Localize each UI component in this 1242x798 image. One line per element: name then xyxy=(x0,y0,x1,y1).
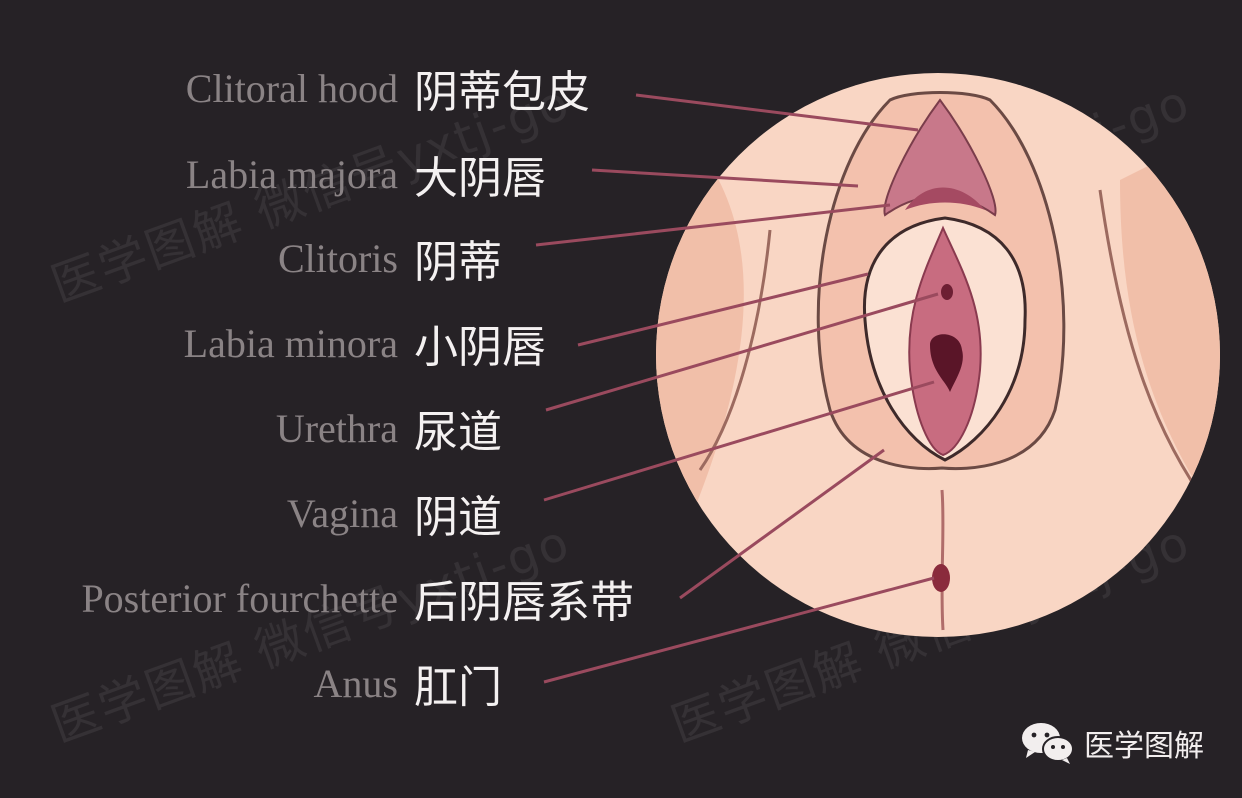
label-posterior-fourchette-zh: 后阴唇系带 xyxy=(414,577,634,628)
label-vagina-zh: 阴道 xyxy=(414,492,502,543)
label-urethra-zh-row: 尿道 xyxy=(414,398,502,458)
label-labia-majora-en: Labia majora xyxy=(185,151,398,197)
label-vagina-en: Vagina xyxy=(286,490,398,536)
label-posterior-fourchette-zh-row: 后阴唇系带 xyxy=(414,568,634,628)
leader-lines xyxy=(535,93,939,684)
label-labia-majora-zh-row: 大阴唇 xyxy=(414,144,546,204)
brand-badge: 医学图解 xyxy=(1020,720,1204,766)
label-urethra-zh: 尿道 xyxy=(414,407,502,458)
wechat-icon xyxy=(1022,723,1074,764)
urethra-opening xyxy=(941,284,953,300)
label-clitoris-zh-row: 阴蒂 xyxy=(414,228,502,288)
leader-urethra xyxy=(545,292,939,412)
label-clitoral-hood-en: Clitoral hood xyxy=(185,65,398,111)
label-clitoral-hood-zh-row: 阴蒂包皮 xyxy=(414,58,590,118)
label-clitoral-hood-zh: 阴蒂包皮 xyxy=(414,67,590,118)
label-anus-en-row: Anus xyxy=(314,653,398,713)
label-labia-minora-en: Labia minora xyxy=(183,320,398,366)
label-anus-zh: 肛门 xyxy=(414,662,502,713)
label-labia-minora-zh: 小阴唇 xyxy=(414,322,546,373)
label-clitoris-en: Clitoris xyxy=(277,235,398,281)
leader-clitoral-hood xyxy=(635,93,919,132)
leader-posterior-fourchette xyxy=(679,448,885,600)
label-vagina-en-row: Vagina xyxy=(287,483,398,543)
anus-shape xyxy=(932,564,950,592)
label-anus-en: Anus xyxy=(313,660,398,706)
brand-name: 医学图解 xyxy=(1084,729,1204,764)
label-urethra-en-row: Urethra xyxy=(276,398,398,458)
label-vagina-zh-row: 阴道 xyxy=(414,483,502,543)
leader-clitoris xyxy=(535,203,891,247)
label-labia-majora-en-row: Labia majora xyxy=(186,144,398,204)
label-posterior-fourchette-en-row: Posterior fourchette xyxy=(81,568,398,628)
label-posterior-fourchette-en: Posterior fourchette xyxy=(81,575,398,621)
label-clitoral-hood-en-row: Clitoral hood xyxy=(186,58,398,118)
label-labia-minora-zh-row: 小阴唇 xyxy=(414,313,546,373)
clitoris-shape xyxy=(905,187,985,210)
vaginal-opening xyxy=(930,334,963,392)
label-clitoris-en-row: Clitoris xyxy=(278,228,398,288)
leader-labia-minora xyxy=(577,272,869,347)
label-labia-majora-zh: 大阴唇 xyxy=(414,153,546,204)
perineum-line xyxy=(940,489,945,631)
label-clitoris-zh: 阴蒂 xyxy=(414,237,502,288)
label-urethra-en: Urethra xyxy=(275,405,398,451)
label-labia-minora-en-row: Labia minora xyxy=(184,313,398,373)
leader-labia-majora xyxy=(591,168,859,188)
leader-vagina xyxy=(543,380,935,502)
leader-anus xyxy=(543,576,935,684)
label-anus-zh-row: 肛门 xyxy=(414,653,502,713)
